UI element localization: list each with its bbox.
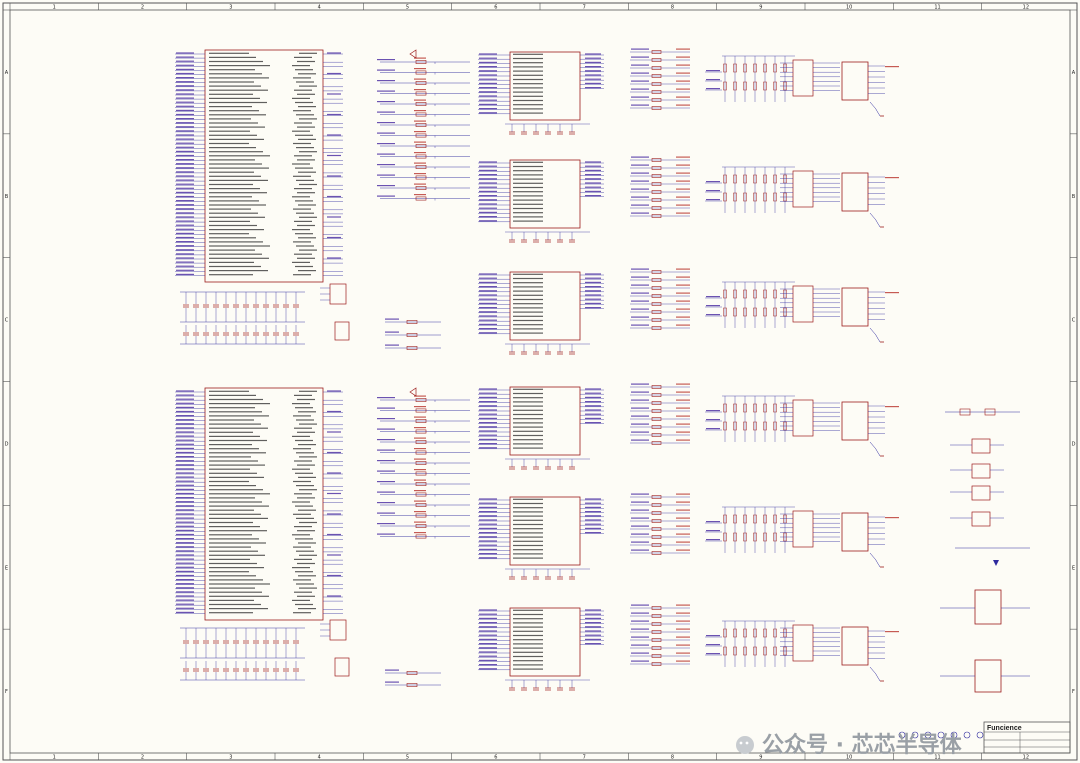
inner-border xyxy=(9,9,1071,754)
col-label-bottom: 2 xyxy=(141,755,144,761)
col-label-bottom: 7 xyxy=(583,755,586,761)
col-label-bottom: 8 xyxy=(671,755,674,761)
col-label-top: 10 xyxy=(846,5,852,11)
watermark: 公众号 · 芯芯半导体 xyxy=(736,733,963,758)
col-label-bottom: 1 xyxy=(53,755,56,761)
row-label-left: C xyxy=(5,318,9,324)
row-label-left: B xyxy=(5,194,9,200)
capacitor-banks xyxy=(180,283,350,681)
col-label-bottom: 6 xyxy=(494,755,497,761)
watermark-text: 公众号 · 芯芯半导体 xyxy=(762,733,963,758)
power-and-misc-circuits xyxy=(898,408,1030,739)
row-label-right: F xyxy=(1072,689,1075,695)
col-label-top: 9 xyxy=(759,5,762,11)
output-stage-blocks xyxy=(705,55,899,682)
driver-ic-blocks xyxy=(478,48,690,691)
row-label-left: D xyxy=(5,441,9,447)
row-label-left: E xyxy=(5,565,8,571)
col-label-top: 7 xyxy=(583,5,586,11)
col-label-bottom: 5 xyxy=(406,755,409,761)
col-label-bottom: 12 xyxy=(1023,755,1029,761)
col-label-top: 8 xyxy=(671,5,674,11)
col-label-top: 5 xyxy=(406,5,409,11)
col-label-top: 4 xyxy=(318,5,321,11)
row-label-right: C xyxy=(1072,318,1076,324)
row-label-right: D xyxy=(1072,441,1076,447)
resistor-column-bottom xyxy=(377,318,470,687)
col-label-top: 11 xyxy=(934,5,940,11)
title-block-company: Funcience xyxy=(987,725,1022,732)
col-label-bottom: 3 xyxy=(229,755,232,761)
mcu-block-bottom xyxy=(175,387,343,621)
resistor-column-top xyxy=(377,49,470,201)
col-label-top: 6 xyxy=(494,5,497,11)
title-block: Funcience xyxy=(983,721,1071,754)
row-label-left: A xyxy=(5,70,9,76)
row-label-right: B xyxy=(1072,194,1076,200)
col-label-bottom: 10 xyxy=(846,755,852,761)
col-label-bottom: 9 xyxy=(759,755,762,761)
col-label-top: 12 xyxy=(1023,5,1029,11)
mcu-block-top xyxy=(175,49,343,283)
col-label-bottom: 11 xyxy=(934,755,940,761)
col-label-top: 1 xyxy=(53,5,56,11)
row-label-right: E xyxy=(1072,565,1075,571)
row-label-right: A xyxy=(1072,70,1076,76)
col-label-top: 3 xyxy=(229,5,232,11)
col-label-top: 2 xyxy=(141,5,144,11)
col-label-bottom: 4 xyxy=(318,755,321,761)
row-label-left: F xyxy=(5,689,8,695)
